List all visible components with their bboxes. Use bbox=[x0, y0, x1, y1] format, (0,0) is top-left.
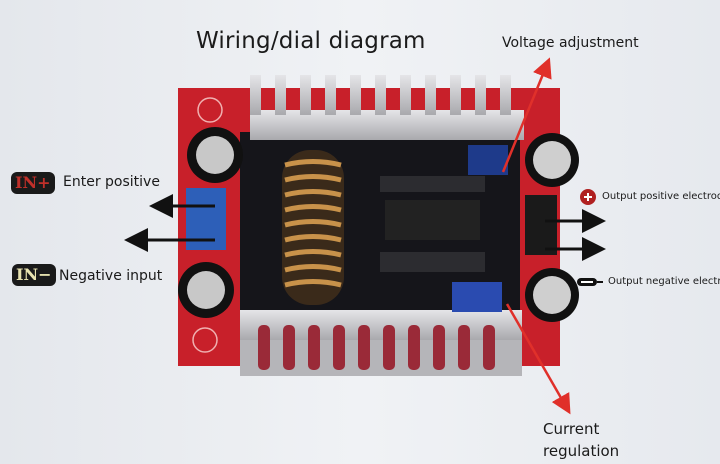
voltage-adjustment-label: Voltage adjustment bbox=[502, 35, 639, 51]
capacitor bbox=[525, 268, 579, 322]
toroid-inductor bbox=[282, 150, 344, 305]
input-positive-badge: IN+ bbox=[11, 172, 55, 194]
capacitor bbox=[187, 127, 243, 183]
output-negative-label: Output negative electrode bbox=[608, 276, 720, 287]
mounting-hole bbox=[192, 327, 218, 353]
top-heatsink bbox=[250, 75, 524, 140]
plus-icon bbox=[580, 189, 596, 205]
capacitor bbox=[178, 262, 234, 318]
ic-chip bbox=[385, 200, 480, 240]
smd-row bbox=[380, 252, 485, 272]
current-regulation-label: Current regulation bbox=[543, 418, 619, 462]
smd-row bbox=[380, 176, 485, 192]
enter-positive-label: Enter positive bbox=[63, 174, 160, 190]
minus-icon bbox=[577, 278, 603, 286]
bottom-heatsink bbox=[240, 310, 522, 376]
output-positive-label: Output positive electrode bbox=[602, 191, 720, 202]
current-regulation-line2: regulation bbox=[543, 442, 620, 460]
negative-input-label: Negative input bbox=[59, 268, 163, 284]
capacitor bbox=[525, 133, 579, 187]
diagram-title: Wiring/dial diagram bbox=[196, 28, 426, 54]
current-pointer-arrow bbox=[505, 303, 571, 415]
voltage-potentiometer bbox=[468, 145, 508, 175]
current-potentiometer bbox=[452, 282, 502, 312]
mounting-hole bbox=[197, 97, 223, 123]
input-negative-badge: IN− bbox=[12, 264, 56, 286]
voltage-pointer-arrow bbox=[501, 57, 552, 173]
output-terminal bbox=[525, 195, 557, 255]
current-regulation-line1: Current bbox=[543, 420, 600, 438]
